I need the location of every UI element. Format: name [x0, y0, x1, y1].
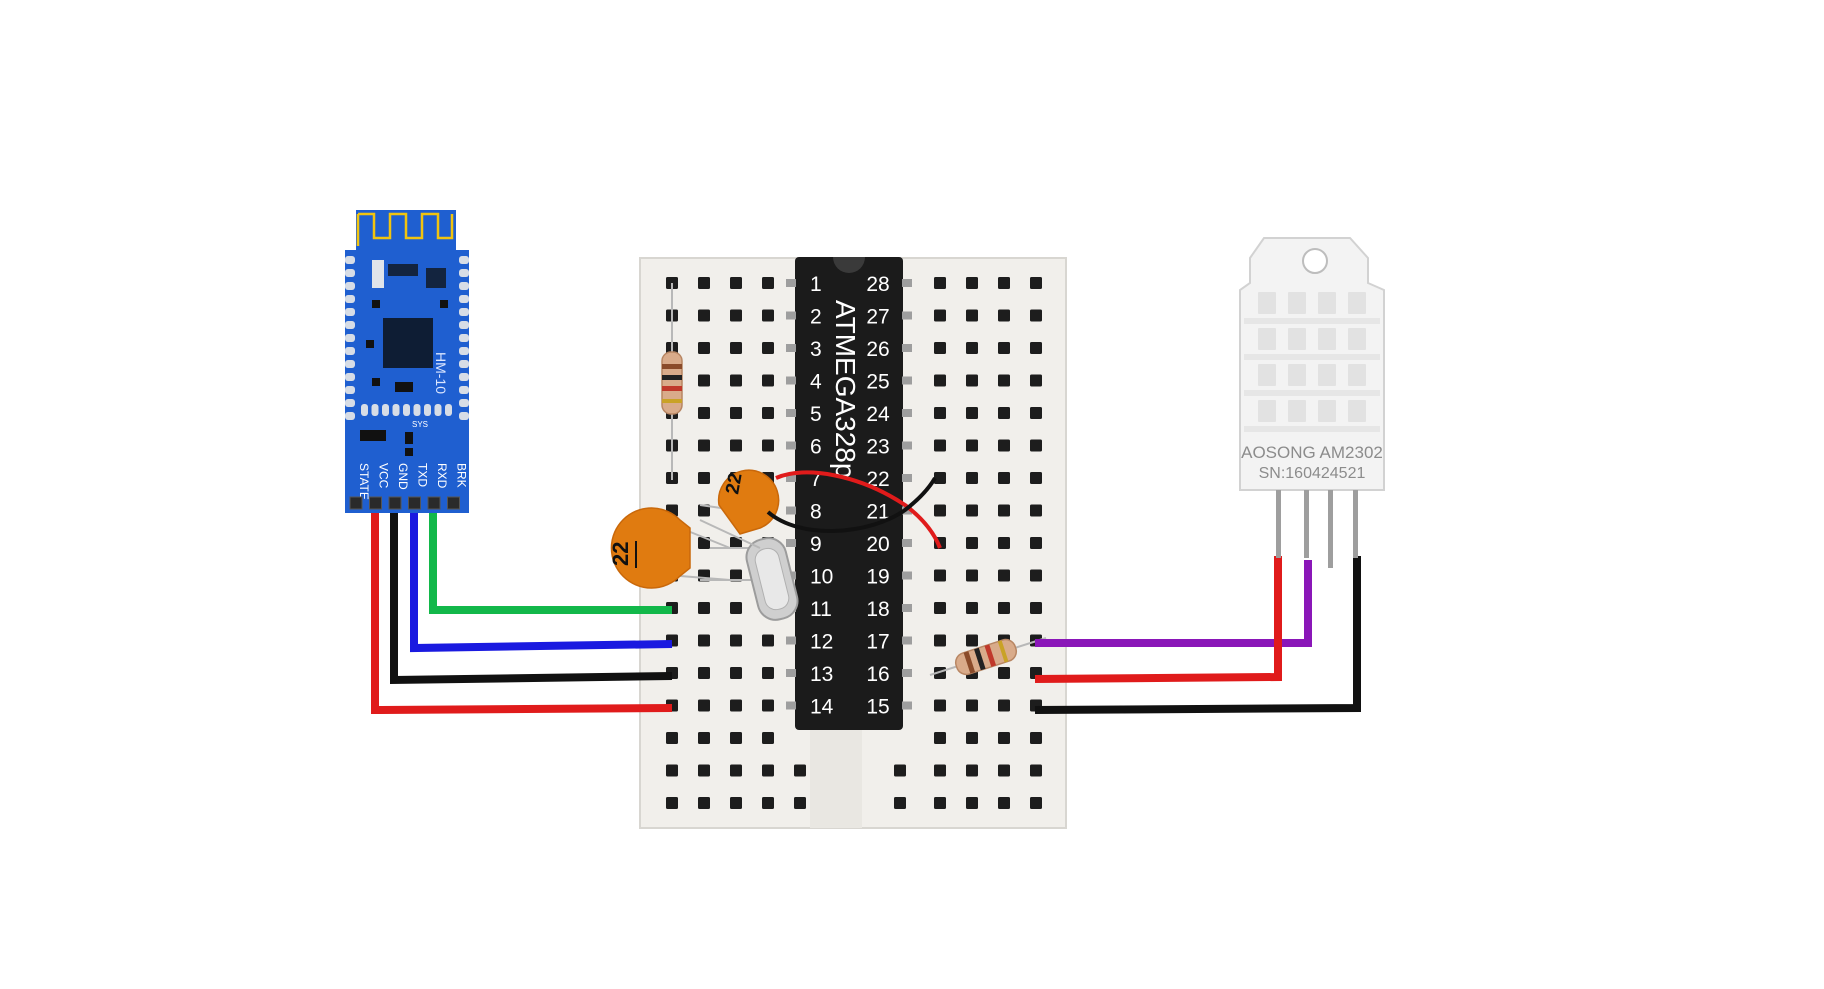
bluetooth-pin-header	[388, 496, 402, 510]
bluetooth-sys-led	[360, 430, 386, 441]
bluetooth-pin-headers	[349, 496, 460, 510]
jumper-red	[775, 470, 942, 549]
am2302-sensor: AOSONG AM2302 SN:160424521	[1239, 237, 1385, 568]
bluetooth-module: SYS HM-10 STATE VCC GND TXD RXD BRK	[345, 210, 469, 513]
mcu-pin-left-label: 13	[810, 663, 833, 686]
capacitor-large: 22	[608, 507, 731, 589]
bluetooth-pin-header	[408, 496, 421, 510]
mcu-pin-left-label: 14	[810, 696, 834, 719]
mcu-pin-right-label: 25	[866, 371, 889, 394]
resistor-top	[661, 283, 683, 480]
mcu-pin-right-label: 19	[866, 566, 889, 589]
mcu-pin-right-label: 16	[866, 663, 889, 686]
bluetooth-pin-label: GND	[396, 463, 410, 490]
mcu-notch	[833, 257, 865, 273]
sensor-pins	[1276, 490, 1358, 568]
mcu-pin-right-label: 23	[866, 436, 889, 459]
mcu-pin-right-label: 18	[866, 598, 889, 621]
sensor-brand: AOSONG AM2302	[1241, 443, 1383, 462]
mcu-pin-left-label: 9	[810, 533, 822, 556]
bluetooth-castellated-pads	[345, 256, 469, 420]
wire-data-purple	[1035, 560, 1312, 647]
bluetooth-chip	[383, 318, 433, 368]
bluetooth-pin-labels: STATE VCC GND TXD RXD BRK	[357, 463, 469, 500]
sensor-serial: SN:160424521	[1259, 465, 1366, 482]
wires-bluetooth	[371, 495, 673, 715]
wire-gnd-black-sensor	[1034, 556, 1361, 714]
resistor-right	[929, 637, 1047, 676]
bluetooth-pin-label: STATE	[357, 463, 371, 500]
mcu-pin-left-label: 1	[810, 273, 822, 296]
mcu-pin-left-label: 6	[810, 436, 822, 459]
wire-gnd-black	[390, 495, 673, 685]
mcu-pin-right-label: 28	[866, 273, 889, 296]
wires-sensor	[1034, 556, 1361, 714]
mcu-pin-left-label: 2	[810, 306, 822, 329]
mcu-pin-left-label: 12	[810, 631, 833, 654]
mcu-pins: 1234567891011121314282726252423222120191…	[786, 273, 912, 719]
mcu-pin-left-label: 7	[810, 468, 822, 491]
mcu-body	[795, 257, 903, 730]
mcu-pin-right-label: 24	[866, 403, 890, 426]
mcu-pin-right-label: 15	[866, 696, 889, 719]
mcu-pin-right-label: 17	[866, 631, 889, 654]
mcu-pin-right-label: 21	[866, 501, 889, 524]
bluetooth-board	[345, 250, 469, 513]
bluetooth-name: HM-10	[433, 352, 449, 394]
mcu-pin-left-label: 8	[810, 501, 822, 524]
mcu-pin-left-label: 3	[810, 338, 822, 361]
capacitor-small: 22	[699, 469, 780, 549]
mcu-pin-right-label: 20	[866, 533, 889, 556]
mcu-pin-left-label: 10	[810, 566, 833, 589]
capacitor-large-label: 22	[608, 542, 633, 566]
mcu-chip: 1234567891011121314282726252423222120191…	[786, 257, 912, 730]
wire-vcc-red	[371, 495, 673, 715]
mcu-pin-left-label: 11	[810, 598, 832, 621]
sensor-vent-slots	[1244, 292, 1380, 432]
wire-vcc-red-sensor	[1034, 556, 1282, 683]
bluetooth-pin-header	[427, 496, 441, 510]
bluetooth-pin-header	[447, 496, 460, 510]
bluetooth-pin-label: RXD	[435, 463, 449, 489]
mcu-pin-left-label: 5	[810, 403, 822, 426]
bluetooth-pin-label: VCC	[377, 463, 391, 489]
bluetooth-pin-label: TXD	[416, 463, 430, 487]
capacitor-small-label: 22	[722, 471, 746, 495]
bluetooth-pin-header	[369, 496, 382, 510]
mcu-pin-right-label: 26	[866, 338, 889, 361]
bluetooth-pin-header	[349, 496, 363, 510]
mcu-pin-right-label: 27	[866, 306, 889, 329]
jumper-black	[766, 476, 937, 533]
chip-jumpers	[766, 470, 942, 549]
wire-rxd-green	[429, 495, 672, 614]
sensor-mount-hole	[1302, 248, 1328, 274]
bluetooth-sys-label: SYS	[412, 420, 428, 429]
mcu-pin-left-label: 4	[810, 371, 822, 394]
bluetooth-pin-label: BRK	[455, 463, 469, 488]
mcu-label: ATMEGA328p	[830, 300, 861, 478]
wire-txd-blue	[410, 495, 673, 653]
